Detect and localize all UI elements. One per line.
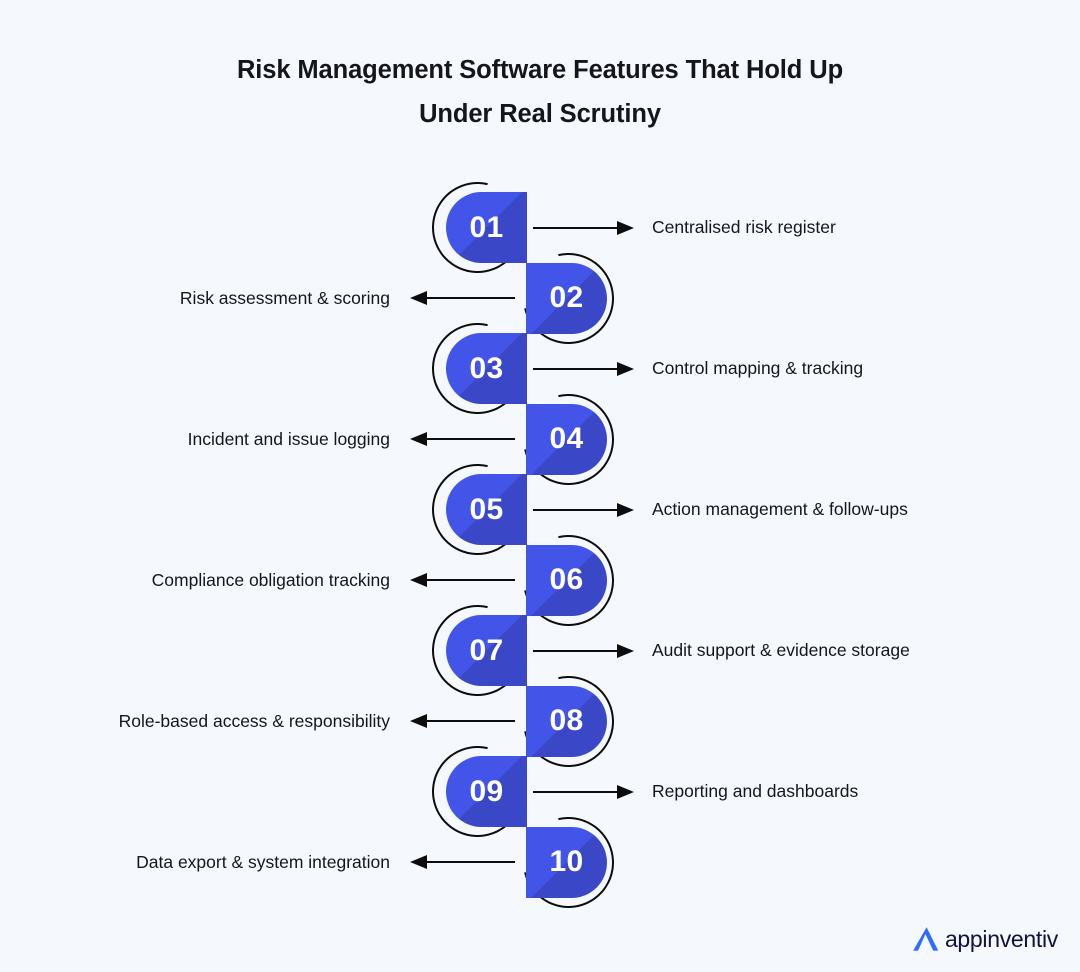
step-badge-fill: [446, 756, 527, 827]
step-badge[interactable]: 01: [446, 192, 527, 263]
step-number: 10: [549, 845, 584, 878]
step-badge[interactable]: 04: [526, 403, 607, 475]
arrow-right-icon: [533, 784, 634, 799]
step-badge[interactable]: 06: [526, 544, 607, 616]
arrow-right-icon: [533, 361, 634, 376]
arrow-head: [410, 573, 427, 587]
page-title: Risk Management Software Features That H…: [0, 48, 1080, 136]
arrow-shaft: [427, 579, 515, 582]
step-number: 05: [469, 492, 504, 526]
arrow-shaft: [533, 226, 620, 229]
arrow-left-icon: [410, 573, 515, 587]
arrow-left-icon: [410, 855, 515, 869]
step-badge-fill: [446, 615, 527, 686]
arrow-left-icon: [410, 432, 515, 446]
step-label: Audit support & evidence storage: [652, 640, 910, 660]
arrow-head: [410, 855, 427, 869]
step-label: Centralised risk register: [652, 217, 836, 237]
arrow-head: [617, 361, 634, 376]
appinventiv-logo-icon: [913, 927, 939, 951]
step-number: 06: [549, 563, 584, 596]
appinventiv-wordmark: appinventiv: [944, 925, 1058, 952]
step-number: 01: [469, 210, 504, 244]
step-badge[interactable]: 10: [526, 826, 607, 898]
step-badge[interactable]: 05: [446, 474, 527, 545]
arrow-right-icon: [533, 502, 634, 517]
arrow-shaft: [427, 297, 515, 300]
step-row: 02 Risk assessment & scoring: [0, 235, 1080, 361]
arrow-head: [410, 432, 427, 446]
step-number: 04: [549, 422, 584, 455]
arrow-shaft: [533, 367, 620, 370]
step-row: 01 Centralised risk register: [0, 164, 1080, 291]
step-badge-fill: [526, 826, 607, 898]
arrow-head: [617, 502, 634, 517]
arrow-shaft: [427, 438, 515, 441]
step-badge[interactable]: 03: [446, 333, 527, 404]
arrow-shaft: [427, 720, 515, 723]
step-badge-fill: [526, 262, 607, 334]
step-row: 08 Role-based access & responsibility: [0, 658, 1080, 784]
arrow-right-icon: [533, 220, 634, 235]
step-number: 07: [469, 633, 504, 667]
arrow-left-icon: [410, 291, 515, 305]
step-label: Incident and issue logging: [187, 428, 390, 449]
step-badge-fill: [526, 403, 607, 475]
step-label: Compliance obligation tracking: [151, 569, 390, 590]
arrow-shaft: [533, 649, 620, 652]
step-row: 10 Data export & system integration: [0, 799, 1080, 925]
step-label: Risk assessment & scoring: [179, 287, 390, 308]
step-label: Reporting and dashboards: [652, 781, 859, 801]
arrow-shaft: [427, 861, 515, 864]
arrow-head: [617, 784, 634, 799]
step-row: 06 Compliance obligation tracking: [0, 517, 1080, 643]
step-row: 07 Audit support & evidence storage: [0, 587, 1080, 714]
arrow-head: [410, 714, 427, 728]
page-title-line-1: Risk Management Software Features That H…: [236, 56, 844, 84]
step-badge[interactable]: 09: [446, 756, 527, 827]
step-badge[interactable]: 07: [446, 615, 527, 686]
step-number: 09: [469, 774, 504, 808]
step-number: 08: [549, 704, 584, 737]
step-label: Control mapping & tracking: [652, 358, 864, 378]
step-badge-fill: [526, 685, 607, 757]
step-label: Role-based access & responsibility: [118, 710, 390, 731]
page-title-line-2: Under Real Scrutiny: [419, 100, 661, 128]
arrow-head: [410, 291, 427, 305]
arrow-shaft: [533, 508, 620, 511]
step-badge[interactable]: 02: [526, 262, 607, 334]
step-number: 03: [469, 351, 504, 385]
step-number: 02: [549, 281, 584, 314]
step-badge-fill: [446, 192, 527, 263]
step-label: Data export & system integration: [136, 851, 390, 872]
step-row: 05 Action management & follow-ups: [0, 446, 1080, 573]
arrow-head: [617, 643, 634, 658]
step-badge-fill: [446, 333, 527, 404]
step-badge[interactable]: 08: [526, 685, 607, 757]
step-badge-fill: [526, 544, 607, 616]
step-label: Action management & follow-ups: [652, 499, 908, 519]
arrow-right-icon: [533, 643, 634, 658]
step-row: 04 Incident and issue logging: [0, 376, 1080, 502]
step-row: 09 Reporting and dashboards: [0, 728, 1080, 855]
arrow-shaft: [533, 790, 620, 793]
arrow-left-icon: [410, 714, 515, 728]
arrow-head: [617, 220, 634, 235]
step-badge-fill: [446, 474, 527, 545]
step-row: 03 Control mapping & tracking: [0, 305, 1080, 432]
appinventiv-logo: appinventiv: [911, 924, 1058, 954]
